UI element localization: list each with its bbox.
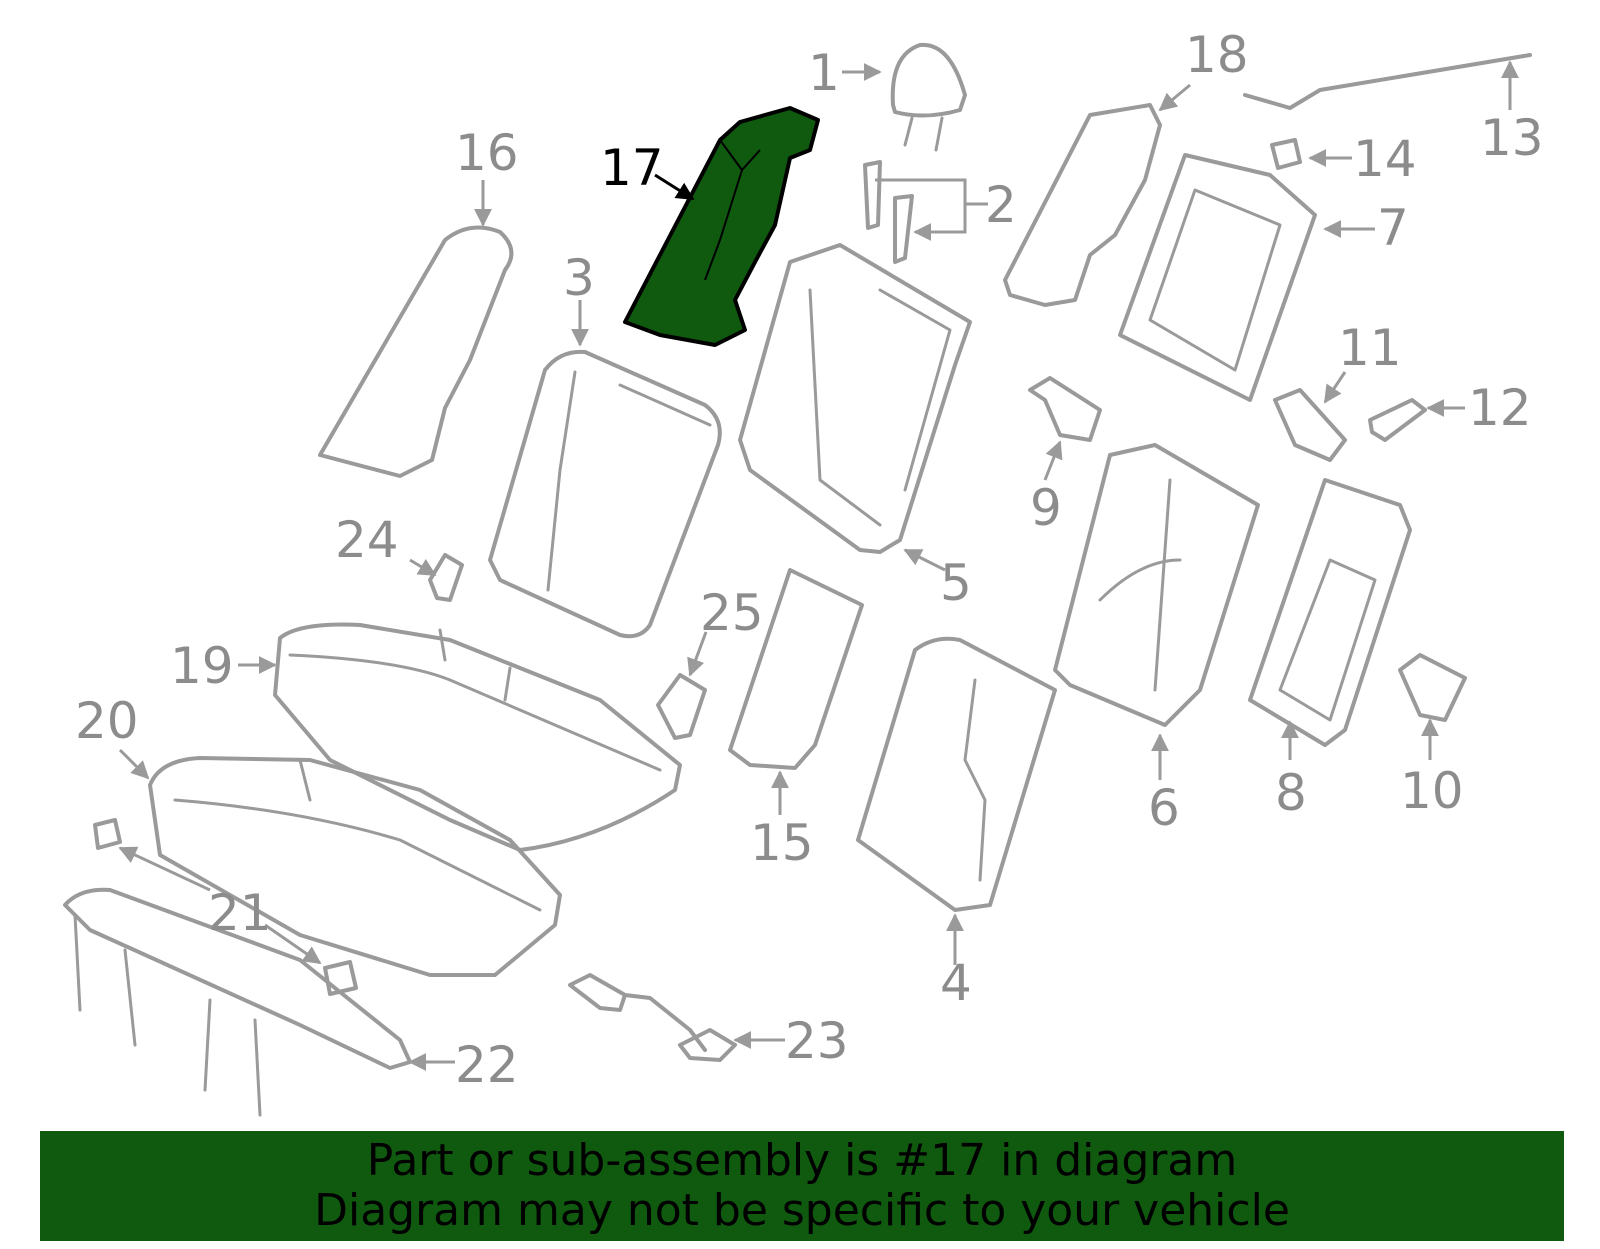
part-17-side-bolster	[623, 106, 820, 347]
callout-7: 7	[1377, 199, 1409, 257]
part-21-clip-b	[323, 960, 358, 996]
callout-17: 17	[600, 139, 664, 197]
callout-10: 10	[1400, 762, 1464, 820]
callout-20: 20	[75, 692, 139, 750]
part-1-headrest	[890, 42, 967, 152]
callout-14: 14	[1353, 130, 1417, 188]
info-banner: Part or sub-assembly is #17 in diagram D…	[40, 1131, 1564, 1241]
part-16-side-cover	[318, 225, 514, 478]
callout-18: 18	[1185, 26, 1249, 84]
part-23-link	[568, 973, 737, 1062]
part-22-frame	[63, 887, 412, 1117]
part-4-seatback-cover	[856, 636, 1057, 912]
part-5-seatback-pad	[738, 243, 972, 554]
callout-2: 2	[985, 176, 1017, 234]
callout-15: 15	[750, 814, 814, 872]
callout-22: 22	[455, 1036, 519, 1094]
callout-16: 16	[455, 124, 519, 182]
banner-line-2: Diagram may not be specific to your vehi…	[314, 1185, 1290, 1236]
part-7-seatback-frame	[1118, 153, 1317, 402]
part-8-seatback-frame	[1248, 478, 1412, 747]
part-24-clip	[428, 553, 464, 602]
part-14-clip	[1270, 138, 1302, 170]
callout-9: 9	[1030, 479, 1062, 537]
part-15-pad	[728, 568, 864, 770]
part-10-bracket	[1398, 653, 1467, 722]
callout-12: 12	[1468, 379, 1532, 437]
part-6-seatback-pad	[1053, 443, 1260, 727]
callout-23: 23	[785, 1012, 849, 1070]
part-3-seatback-cover	[488, 349, 722, 639]
part-25-clip	[656, 673, 707, 740]
callout-19: 19	[170, 637, 234, 695]
callout-21: 21	[208, 884, 272, 942]
callout-6: 6	[1148, 779, 1180, 837]
callout-24: 24	[335, 511, 399, 569]
part-9-bracket	[1028, 376, 1102, 442]
callout-labels: 1 2 3 4 5 6 7 8 9 10 11 12 13 14 15 16 1…	[75, 26, 1544, 1094]
callout-13: 13	[1480, 109, 1544, 167]
part-18-bracket	[1003, 103, 1162, 307]
callout-5: 5	[940, 554, 972, 612]
leader-lines	[118, 60, 1519, 1071]
part-13-cable	[1243, 53, 1532, 110]
banner-line-1: Part or sub-assembly is #17 in diagram	[366, 1135, 1238, 1186]
parts-diagram: 1 2 3 4 5 6 7 8 9 10 11 12 13 14 15 16 1…	[63, 26, 1544, 1117]
part-19-cushion-cover	[273, 622, 682, 852]
callout-11: 11	[1338, 319, 1402, 377]
callout-25: 25	[700, 584, 764, 642]
callout-3: 3	[563, 249, 595, 307]
callout-4: 4	[940, 954, 972, 1012]
part-12-handle	[1368, 398, 1427, 442]
callout-8: 8	[1275, 764, 1307, 822]
part-2-headrest-guides	[863, 160, 914, 264]
part-20-cushion-pad	[148, 756, 562, 977]
callout-1: 1	[808, 44, 840, 102]
part-21-clip-a	[93, 818, 122, 850]
part-11-hinge	[1273, 388, 1347, 462]
